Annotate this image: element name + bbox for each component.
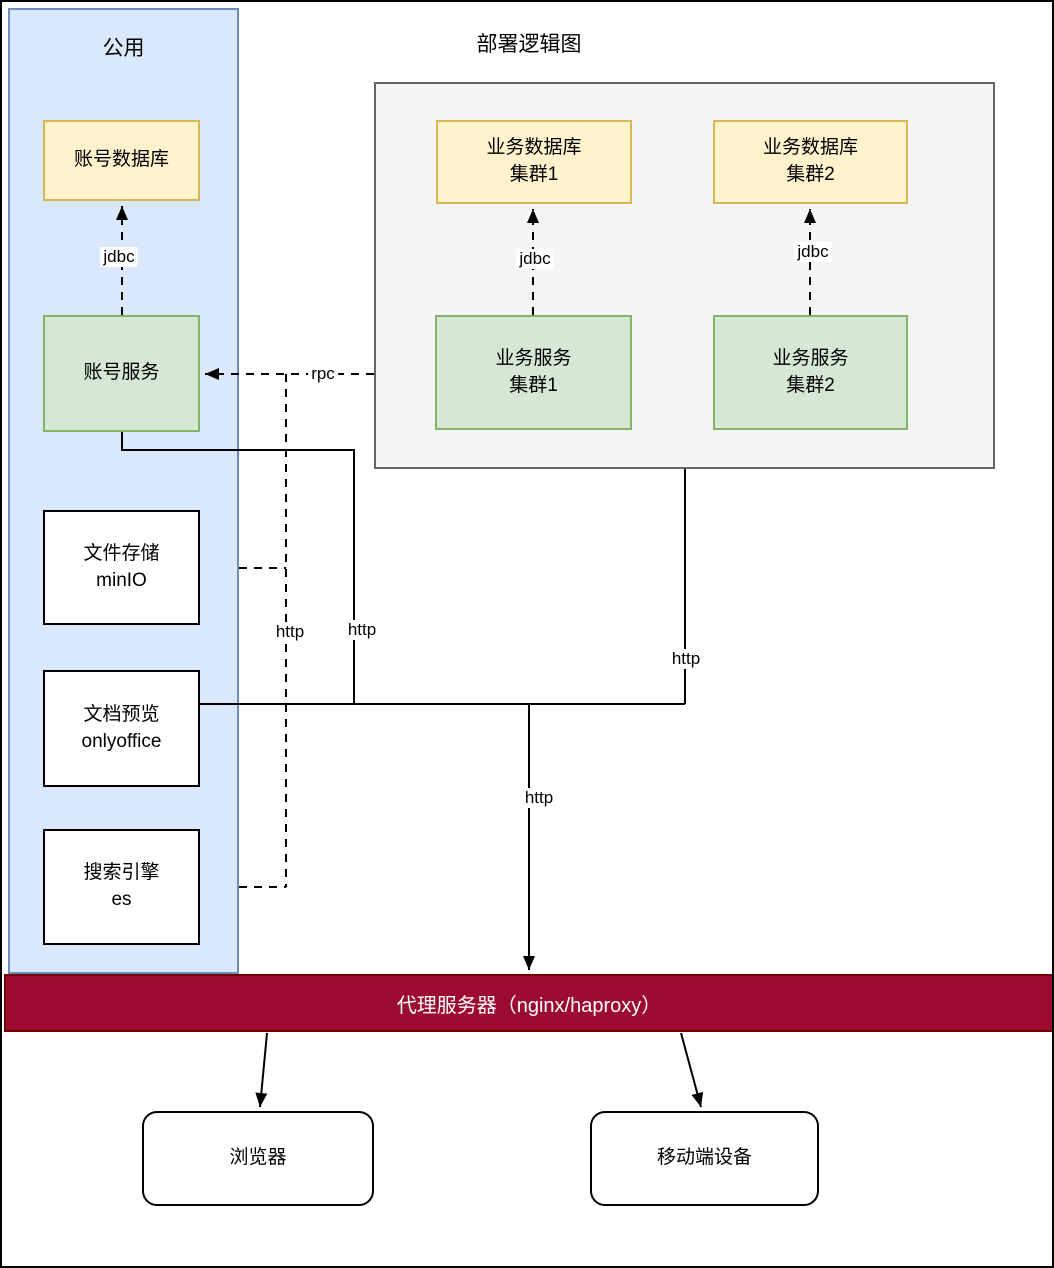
edge-label-jdbc-cluster1: jdbc	[516, 249, 554, 269]
node-file-storage-label-line1: 文件存储	[83, 542, 160, 564]
node-file-storage-label-line2: minIO	[96, 569, 147, 591]
proxy-server-bar: 代理服务器（nginx/haproxy）	[4, 974, 1052, 1032]
node-search-engine-label-line1: 搜索引擎	[83, 862, 160, 884]
node-mobile-device: 移动端设备	[590, 1111, 819, 1206]
proxy-server-label: 代理服务器（nginx/haproxy）	[396, 994, 662, 1017]
node-doc-preview-onlyoffice: 文档预览 onlyoffice	[43, 670, 200, 787]
edge-proxy-to-browser	[255, 1032, 268, 1108]
edge-label-http-cluster: http	[668, 649, 704, 669]
node-account-service: 账号服务	[43, 315, 200, 432]
node-file-storage-minio: 文件存储 minIO	[43, 510, 200, 625]
edge-proxy-to-mobile	[680, 1032, 704, 1108]
node-biz-db-cluster2-line1: 业务数据库	[762, 137, 858, 159]
node-search-engine-label-line2: es	[111, 889, 132, 910]
node-account-db: 账号数据库	[43, 120, 200, 201]
edge-label-http-proxy: http	[521, 788, 557, 808]
node-biz-svc-cluster2: 业务服务 集群2	[713, 315, 908, 430]
node-biz-db-cluster1-line2: 集群1	[509, 164, 559, 185]
node-biz-svc-cluster1: 业务服务 集群1	[435, 315, 632, 430]
edge-label-http-dashed: http	[272, 622, 308, 642]
edge-label-jdbc-account: jdbc	[100, 247, 138, 267]
node-doc-preview-label-line2: onlyoffice	[81, 730, 162, 752]
node-biz-svc-cluster1-line1: 业务服务	[495, 347, 572, 369]
diagram-title: 部署逻辑图	[476, 33, 582, 56]
node-biz-db-cluster1-line1: 业务数据库	[486, 137, 582, 159]
node-biz-svc-cluster2-line1: 业务服务	[772, 347, 849, 369]
edge-label-rpc: rpc	[308, 364, 338, 384]
node-browser-label: 浏览器	[229, 1147, 287, 1169]
edge-label-jdbc-cluster2: jdbc	[794, 242, 832, 262]
node-biz-db-cluster1: 业务数据库 集群1	[436, 120, 632, 204]
node-mobile-device-label: 移动端设备	[656, 1147, 752, 1169]
node-biz-svc-cluster2-line2: 集群2	[786, 374, 835, 396]
node-account-service-label: 账号服务	[83, 362, 160, 384]
node-account-db-label: 账号数据库	[73, 149, 169, 171]
node-search-engine-es: 搜索引擎 es	[43, 829, 200, 945]
node-biz-db-cluster2: 业务数据库 集群2	[713, 120, 908, 204]
common-panel-title: 公用	[102, 37, 145, 60]
node-biz-svc-cluster1-line2: 集群1	[509, 374, 558, 396]
node-doc-preview-label-line1: 文档预览	[83, 703, 160, 725]
edge-label-http-account: http	[344, 620, 380, 640]
node-biz-db-cluster2-line2: 集群2	[786, 164, 835, 185]
node-browser: 浏览器	[142, 1111, 374, 1206]
